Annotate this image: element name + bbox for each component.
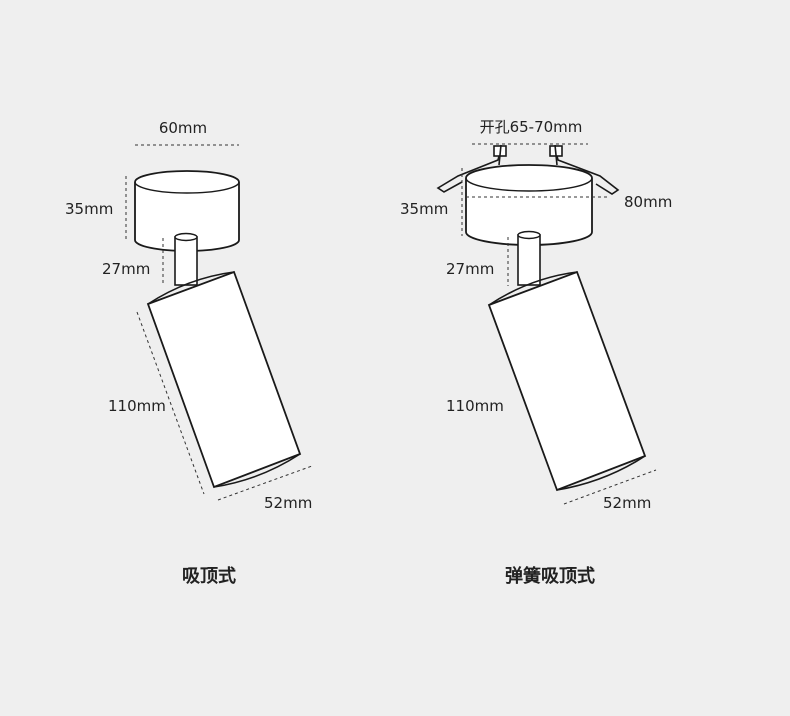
spring-cutout-label: 开孔65-70mm bbox=[480, 118, 583, 136]
surface-stem bbox=[174, 232, 198, 286]
spring-clips bbox=[436, 144, 620, 195]
spring-base-height-label: 35mm bbox=[400, 200, 448, 218]
spring-mount-drawing: 开孔65-70mm 35mm 80mm 27mm 110mm 52mm 弹簧吸顶… bbox=[400, 118, 672, 587]
spring-body-cylinder bbox=[487, 270, 647, 492]
surface-mount-drawing: 60mm 35mm 27mm 110mm 52mm 吸顶式 bbox=[65, 119, 312, 587]
spring-base-rim bbox=[465, 177, 593, 192]
spring-body-diameter-label: 52mm bbox=[603, 494, 651, 512]
spring-mount-caption: 弹簧吸顶式 bbox=[505, 565, 595, 587]
spring-diameter-guide bbox=[563, 469, 657, 505]
spring-base bbox=[465, 164, 593, 246]
surface-base-height-label: 35mm bbox=[65, 200, 113, 218]
surface-body-length-label: 110mm bbox=[108, 397, 166, 415]
spring-body-length-label: 110mm bbox=[446, 397, 504, 415]
spring-stem-height-label: 27mm bbox=[446, 260, 494, 278]
surface-stem-height-label: 27mm bbox=[102, 260, 150, 278]
diameter-guide bbox=[217, 465, 313, 501]
surface-width-label: 60mm bbox=[159, 119, 207, 137]
surface-base-rim bbox=[134, 181, 240, 194]
surface-body-cylinder bbox=[146, 270, 302, 489]
spring-width-label: 80mm bbox=[624, 193, 672, 211]
surface-body-diameter-label: 52mm bbox=[264, 494, 312, 512]
spring-stem bbox=[517, 230, 541, 286]
surface-mount-caption: 吸顶式 bbox=[182, 565, 236, 587]
length-guide bbox=[136, 311, 205, 495]
